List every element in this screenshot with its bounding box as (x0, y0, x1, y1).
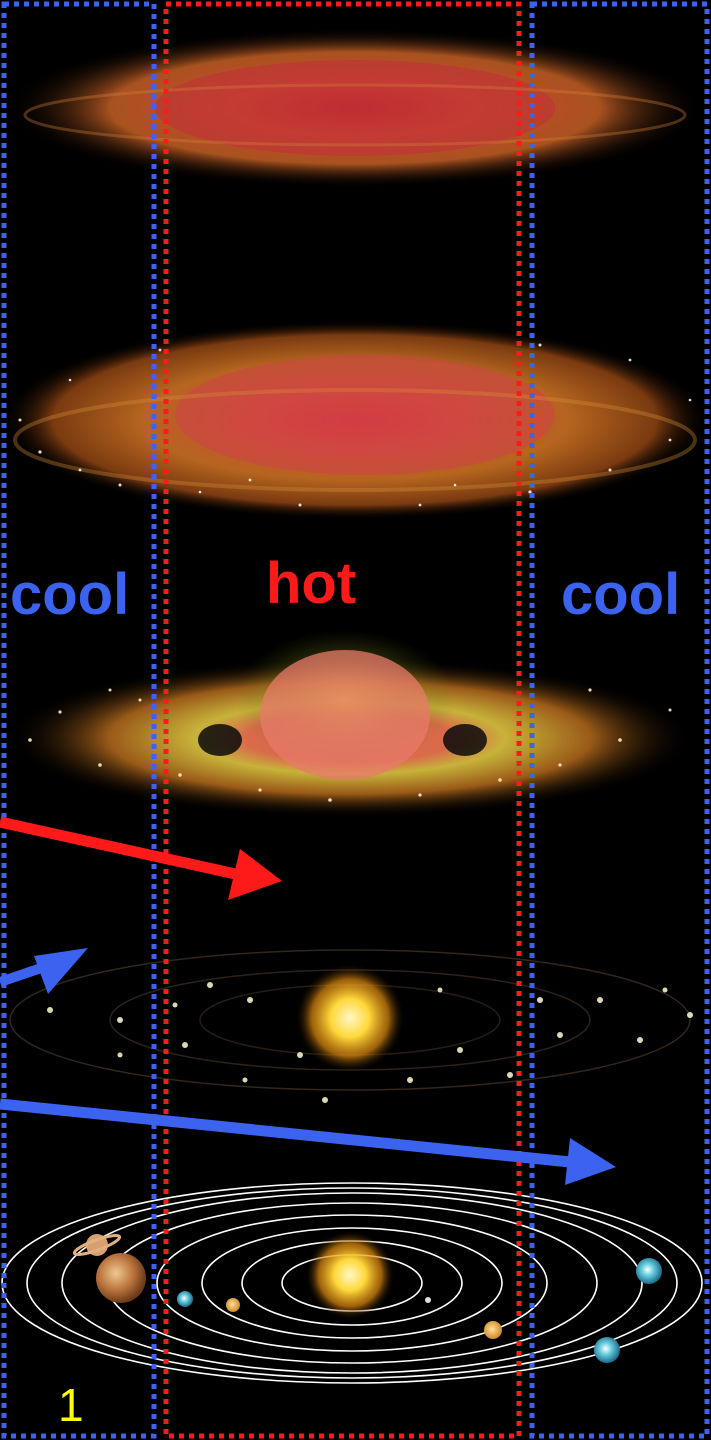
disk-stage-1 (5, 28, 705, 188)
cool-label-right: cool (561, 562, 681, 627)
planet-mercury-icon (425, 1297, 431, 1303)
planet-earth-icon (177, 1291, 193, 1307)
cool-label-left: cool (10, 562, 130, 627)
planet-neptune-icon (594, 1337, 620, 1363)
arrow-right-blue (0, 1098, 616, 1185)
cool-zone-left (1, 1, 157, 1439)
planet-mars-icon (484, 1321, 502, 1339)
disk-stage-2 (0, 320, 710, 520)
planet-venus-icon (226, 1298, 240, 1312)
slide-number: 1 (58, 1379, 84, 1431)
disk-stage-3 (5, 630, 695, 818)
hot-zone (163, 1, 522, 1439)
arrow-right-red (0, 816, 282, 900)
disk-stage-4 (9, 949, 693, 1103)
sun-icon (295, 963, 405, 1073)
sun-icon (305, 1230, 395, 1320)
cool-zone-right (529, 1, 710, 1439)
saturn-icon (72, 1234, 122, 1256)
hot-label: hot (266, 551, 357, 616)
planet-uranus-icon (636, 1258, 662, 1284)
arrow-right-blue (0, 948, 88, 994)
solar-system (1, 1182, 703, 1384)
jupiter-icon (96, 1253, 146, 1303)
